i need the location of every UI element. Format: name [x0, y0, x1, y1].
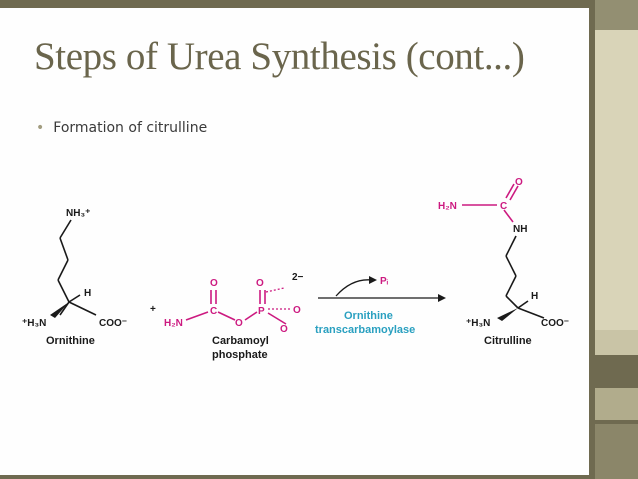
ornithine-structure: NH₃⁺ H ⁺H₃N COO⁻ Ornithine	[22, 208, 127, 347]
ornithine-name: Ornithine	[46, 335, 95, 347]
ornithine-nh3-label: NH₃⁺	[66, 208, 90, 219]
bullet-marker: •	[36, 120, 45, 136]
citrulline-bonds	[505, 235, 545, 319]
enzyme-name-line1: Ornithine	[344, 310, 393, 322]
citrulline-h3n-label: ⁺H₃N	[466, 318, 490, 329]
citrulline-o-label: O	[515, 177, 523, 188]
citrulline-h-label: H	[531, 291, 538, 302]
ornithine-wedge-bond	[50, 302, 69, 318]
carbamoyl-c-label: C	[210, 306, 217, 317]
carbamoyl-o-bridge: O	[235, 318, 243, 329]
reaction-arrow: Pᵢ Ornithine transcarbamoylase	[315, 276, 446, 336]
citrulline-h2n-label: H₂N	[438, 201, 457, 212]
carbamoyl-p-label: P	[258, 306, 265, 317]
ornithine-h3n-label: ⁺H₃N	[22, 318, 46, 329]
citrulline-structure: H₂N C O NH H ⁺H₃N COO⁻ Citrulline	[438, 177, 569, 347]
carbamoyl-name-line1: Carbamoyl	[212, 335, 269, 347]
side-decor-block	[595, 424, 638, 479]
carbamoyl-charge: 2−	[292, 272, 304, 283]
pi-label: Pᵢ	[380, 276, 389, 287]
side-decor-block	[595, 330, 638, 355]
citrulline-nh-label: NH	[513, 224, 527, 235]
side-decor-block	[595, 0, 638, 30]
side-decor-block	[595, 30, 638, 330]
carbamoyl-o-bottom: O	[280, 324, 288, 335]
enzyme-name-line2: transcarbamoylase	[315, 324, 415, 336]
carbamoyl-phosphate-structure: O O 2− H₂N C O P O O Carbamo	[164, 272, 304, 361]
carbamoyl-o-top-2: O	[256, 278, 264, 289]
bullet-text: Formation of citrulline	[53, 120, 208, 136]
citrulline-name: Citrulline	[484, 335, 532, 347]
citrulline-carbamoyl-bonds	[462, 183, 519, 223]
carbamoyl-name-line2: phosphate	[212, 349, 268, 361]
carbamoyl-o-top-1: O	[210, 278, 218, 289]
side-decor-panel	[589, 0, 638, 479]
carbamoyl-bonds	[185, 290, 287, 325]
plus-sign: +	[150, 304, 156, 315]
citrulline-wedge-bond	[497, 308, 518, 321]
ornithine-h-label: H	[84, 288, 91, 299]
reaction-scheme: NH₃⁺ H ⁺H₃N COO⁻ Ornithine + O O 2− H₂N …	[22, 177, 569, 361]
citrulline-c-label: C	[500, 201, 507, 212]
ornithine-bonds	[57, 219, 97, 316]
citrulline-coo-label: COO⁻	[541, 318, 569, 329]
carbamoyl-resonance-bonds	[265, 287, 291, 310]
bullet-item: • Formation of citrulline	[36, 120, 207, 136]
ornithine-coo-label: COO⁻	[99, 318, 127, 329]
top-border-bar	[0, 0, 589, 8]
side-decor-block	[595, 388, 638, 420]
carbamoyl-o-right: O	[293, 305, 301, 316]
slide-title: Steps of Urea Synthesis (cont...)	[34, 35, 525, 78]
bottom-border-bar	[0, 475, 589, 479]
carbamoyl-h2n-label: H₂N	[164, 318, 183, 329]
